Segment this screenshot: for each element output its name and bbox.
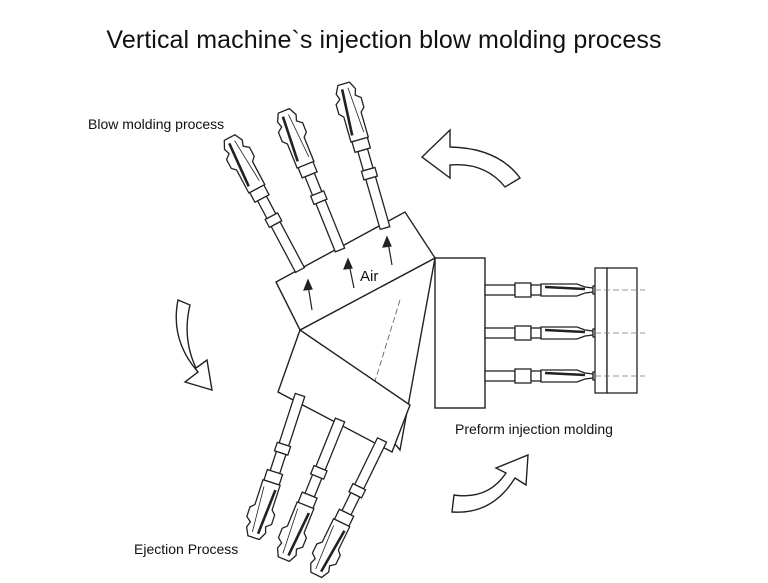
hot-runner-block <box>594 267 645 394</box>
blow-molding-label: Blow molding process <box>88 116 225 132</box>
rotation-arrow-icon <box>420 128 522 188</box>
injection-molding-label: Preform injection molding <box>455 421 613 437</box>
page-title: Vertical machine`s injection blow moldin… <box>106 26 662 54</box>
injection-station-plate <box>434 257 486 409</box>
air-label: Air <box>360 268 378 285</box>
injection-cores <box>483 281 603 385</box>
rotation-arrow-icon <box>175 299 213 391</box>
ejection-station-plate <box>277 328 411 453</box>
ejection-process-label: Ejection Process <box>134 541 239 557</box>
air-arrows <box>303 235 393 311</box>
rotation-arrow-icon <box>451 453 529 513</box>
